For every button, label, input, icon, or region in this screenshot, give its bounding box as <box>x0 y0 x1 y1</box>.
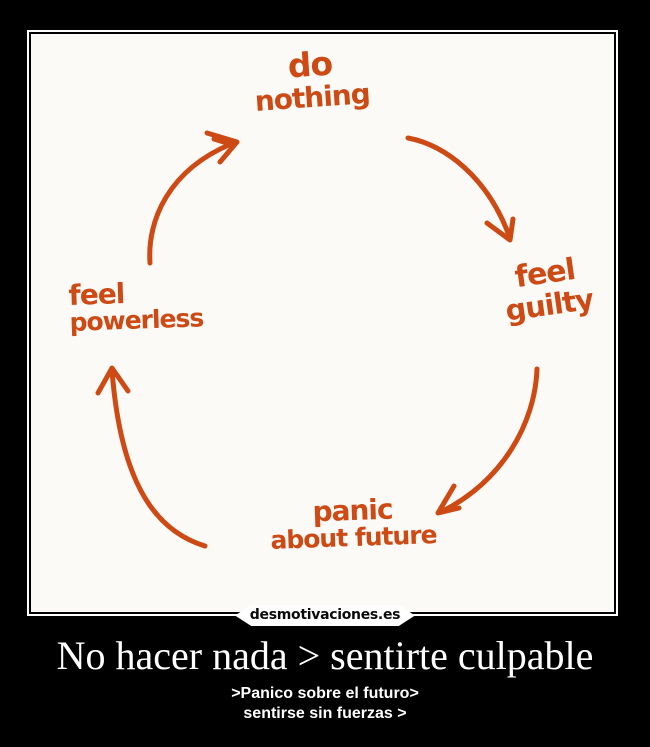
watermark-text: desmotivaciones.es <box>249 607 401 623</box>
cycle-diagram-image: do nothing feel guilty panic about futur… <box>31 34 614 612</box>
arrow-powerless-to-donothing <box>147 130 240 266</box>
node-panic-about-future: panic about future <box>252 493 454 556</box>
poster-subtitle: >Panico sobre el futuro> sentirse sin fu… <box>0 684 650 724</box>
arrow-panic-to-powerless <box>95 365 208 549</box>
node-do-nothing: do nothing <box>229 42 393 118</box>
poster-subtitle-line2: sentirse sin fuerzas > <box>243 705 407 722</box>
cycle-arrows <box>95 130 540 549</box>
arrow-donothing-to-guilty <box>405 135 516 243</box>
watermark-ribbon: desmotivaciones.es <box>235 605 415 626</box>
node-feel-powerless: feel powerless <box>68 275 240 337</box>
poster-frame: do nothing feel guilty panic about futur… <box>27 30 618 616</box>
arrow-guilty-to-panic <box>435 366 540 516</box>
poster-subtitle-line1: >Panico sobre el futuro> <box>231 685 419 702</box>
poster-title: No hacer nada > sentirte culpable <box>56 633 594 678</box>
